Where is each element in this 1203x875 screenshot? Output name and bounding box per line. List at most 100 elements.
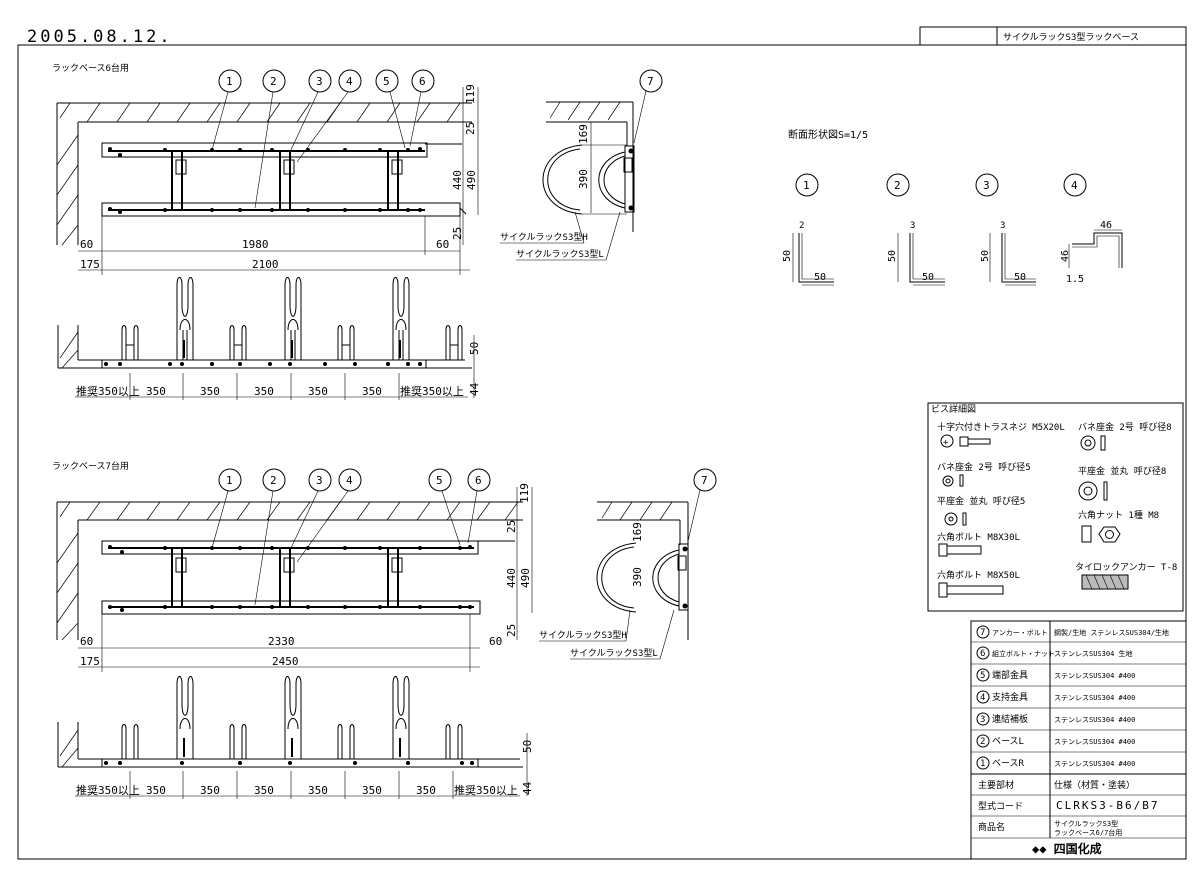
svg-text:5: 5 [383,75,390,88]
svg-text:25: 25 [464,122,477,135]
svg-text:商品名: 商品名 [978,821,1005,833]
svg-text:350: 350 [362,784,382,797]
svg-text:50: 50 [782,250,793,262]
svg-text:1: 1 [226,474,233,487]
svg-text:1: 1 [803,179,810,192]
svg-text:4: 4 [1071,179,1078,192]
svg-text:ステンレスSUS304 #400: ステンレスSUS304 #400 [1054,672,1135,680]
six-elevation-view: 50 44 推奨350以上 350 350 350 350 350 推奨350以… [57,277,481,400]
svg-text:平座金 並丸 呼び径5: 平座金 並丸 呼び径5 [937,495,1025,507]
svg-text:組立ボルト・ナット: 組立ボルト・ナット [992,649,1055,658]
svg-text:型式コード: 型式コード [978,800,1023,812]
svg-text:ステンレスSUS304 #400: ステンレスSUS304 #400 [1054,760,1135,768]
svg-text:6: 6 [419,75,426,88]
svg-text:4: 4 [346,75,353,88]
svg-text:2: 2 [894,179,901,192]
svg-text:50: 50 [468,342,481,355]
svg-text:アンカー・ボルト: アンカー・ボルト [992,629,1048,637]
svg-text:3: 3 [910,221,915,231]
svg-text:6: 6 [475,474,482,487]
seven-bike-plan-view: ラックベース7台用 [52,460,533,672]
svg-text:端部金具: 端部金具 [992,669,1028,681]
side-label-l: サイクルラックS3型L [516,249,604,260]
svg-text:50: 50 [1014,272,1026,283]
svg-text:169: 169 [631,522,644,542]
svg-text:46: 46 [1100,220,1112,231]
svg-text:350: 350 [362,385,382,398]
svg-text:46: 46 [1060,250,1071,262]
maker-logo: ◆◆ 四国化成 [1032,841,1102,856]
svg-text:1: 1 [226,75,233,88]
svg-text:350: 350 [146,784,166,797]
svg-text:ステンレスSUS304 #400: ステンレスSUS304 #400 [1054,694,1135,702]
sheet-border [17,44,1187,860]
svg-text:六角ナット 1種 M8: 六角ナット 1種 M8 [1078,509,1159,521]
svg-text:350: 350 [416,784,436,797]
svg-text:ステンレスSUS304 #400: ステンレスSUS304 #400 [1054,716,1135,724]
svg-text:169: 169 [577,124,590,144]
six-label: ラックベース6台用 [52,62,129,74]
svg-text:60: 60 [489,635,502,648]
svg-text:5: 5 [436,474,443,487]
svg-text:1: 1 [980,759,985,769]
svg-text:390: 390 [577,169,590,189]
svg-text:六角ボルト M8X30L: 六角ボルト M8X30L [937,531,1020,543]
svg-text:7: 7 [647,75,654,88]
svg-text:440: 440 [451,170,464,190]
svg-text:1.5: 1.5 [1066,274,1084,285]
svg-text:2330: 2330 [268,635,295,648]
seven-side-view: 7 169 390 サイクルラックS3型H サイクルラックS3型L [539,468,717,660]
svg-text:平座金 並丸 呼び径8: 平座金 並丸 呼び径8 [1078,465,1166,477]
seven-elevation-view: 50 44 推奨350以上 350 350 350 350 350 350 推奨… [57,676,534,799]
svg-text:鋼製/生地 ステンレスSUS304/生地: 鋼製/生地 ステンレスSUS304/生地 [1054,628,1169,637]
side-label-h: サイクルラックS3型H [500,232,588,243]
screw-details: ビス詳細図 十字穴付きトラスネジ M5X20L + バネ座金 2号 呼び径8 バ… [927,402,1184,612]
svg-text:3: 3 [316,474,323,487]
svg-text:44: 44 [521,781,534,795]
svg-text:25: 25 [505,520,518,533]
svg-text:60: 60 [436,238,449,251]
svg-text:仕様（材質・塗装）: 仕様（材質・塗装） [1054,779,1135,791]
base-rails [101,142,467,217]
svg-text:主要部材: 主要部材 [978,779,1014,791]
svg-text:44: 44 [468,382,481,396]
svg-text:タイロックアンカー T-8: タイロックアンカー T-8 [1075,562,1177,573]
svg-text:ビス詳細図: ビス詳細図 [931,403,976,415]
svg-text:サイクルラックS3型H: サイクルラックS3型H [539,630,627,641]
svg-text:六角ボルト M8X50L: 六角ボルト M8X50L [937,569,1020,581]
svg-text:2100: 2100 [252,258,279,271]
svg-text:サイクルラックS3型L: サイクルラックS3型L [570,648,658,659]
six-bike-plan-view: ラックベース6台用 [52,62,479,275]
svg-text:2: 2 [270,474,277,487]
svg-text:7: 7 [980,628,985,638]
svg-text:175: 175 [80,655,100,668]
svg-text:ステンレスSUS304 #400: ステンレスSUS304 #400 [1054,738,1135,746]
svg-text:350: 350 [200,385,220,398]
svg-text:350: 350 [254,784,274,797]
svg-text:サイクルラックS3型: サイクルラックS3型 [1054,819,1118,828]
seven-label: ラックベース7台用 [52,460,129,472]
svg-text:4: 4 [980,693,985,703]
svg-text:ベースL: ベースL [992,737,1024,747]
svg-text:175: 175 [80,258,100,271]
svg-text:3: 3 [316,75,323,88]
svg-text:3: 3 [980,715,985,725]
drawing-date: 2005.08.12. [27,27,173,47]
svg-text:1980: 1980 [242,238,269,251]
svg-text:3: 3 [983,179,990,192]
svg-text:ラックベース6/7台用: ラックベース6/7台用 [1054,828,1122,837]
svg-text:60: 60 [80,238,93,251]
six-side-view: 7 169 390 サイクルラックS3型H サイクルラックS3型L [500,69,663,261]
svg-text:6: 6 [980,649,985,659]
svg-text:十字穴付きトラスネジ M5X20L: 十字穴付きトラスネジ M5X20L [937,421,1065,433]
sections-title: 断面形状図S=1/5 [788,128,868,141]
drawing-title: サイクルラックS3型ラックベース [1003,32,1139,43]
svg-text:2: 2 [799,221,804,231]
svg-text:60: 60 [80,635,93,648]
svg-text:2450: 2450 [272,655,299,668]
wall-hatch [56,102,472,246]
svg-text:350: 350 [254,385,274,398]
svg-text:バネ座金 2号 呼び径5: バネ座金 2号 呼び径5 [937,461,1031,473]
svg-text:+: + [943,438,949,448]
